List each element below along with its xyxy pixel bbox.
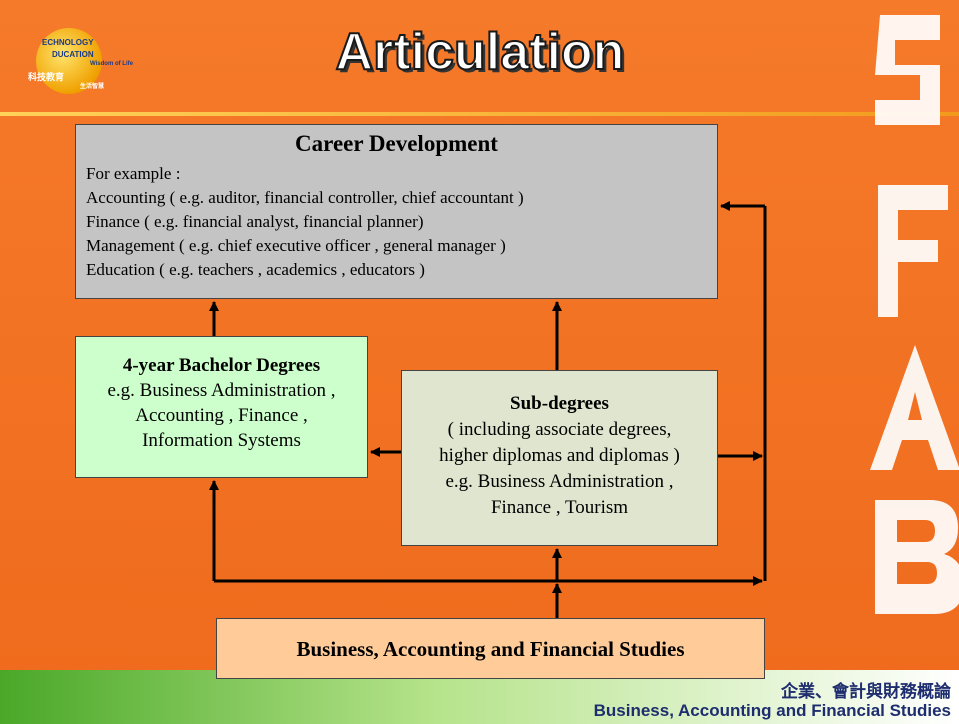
logo-text-3: Wisdom of Life [90,61,133,67]
subdegrees-line: ( including associate degrees, [447,419,672,440]
technology-education-logo: ECHNOLOGY DUCATION Wisdom of Life 科技教育 生… [28,28,140,94]
bachelor-line: Accounting , Finance , [135,405,308,426]
footer-caption: 企業、會計與財務概論 Business, Accounting and Fina… [594,682,951,720]
logo-text-2: DUCATION [52,50,94,59]
footer-english-title: Business, Accounting and Financial Studi… [593,701,951,720]
bachelor-line: Information Systems [142,430,301,451]
logo-circle [36,28,102,94]
slide-title: Articulation [335,22,626,82]
subdegrees-line: Finance , Tourism [490,497,629,518]
logo-text-5: 生活智慧 [80,84,105,90]
sub-degrees-box: Sub-degrees ( including associate degree… [401,370,718,546]
career-line: Finance ( e.g. financial analyst, financ… [86,212,424,231]
career-line: Accounting ( e.g. auditor, financial con… [86,188,524,207]
subdegrees-title: Sub-degrees [510,393,609,414]
bachelor-title: 4-year Bachelor Degrees [122,355,321,376]
side-letters-graphic [870,15,959,614]
career-development-box: Career Development For example : Account… [75,124,718,299]
bachelor-line: e.g. Business Administration , [107,380,336,401]
career-line: Education ( e.g. teachers , academics , … [86,260,425,279]
career-line: For example : [86,164,181,183]
subdegrees-line: higher diplomas and diplomas ) [439,445,680,466]
logo-text-4: 科技教育 [28,72,65,82]
career-line: Management ( e.g. chief executive office… [86,236,506,255]
bafs-base-box: Business, Accounting and Financial Studi… [216,618,765,679]
footer-chinese-title: 企業、會計與財務概論 [781,682,951,701]
logo-text-1: ECHNOLOGY [42,38,94,47]
career-title: Career Development [295,131,498,156]
bachelor-degrees-box: 4-year Bachelor Degrees e.g. Business Ad… [75,336,368,478]
subdegrees-line: e.g. Business Administration , [445,471,674,492]
